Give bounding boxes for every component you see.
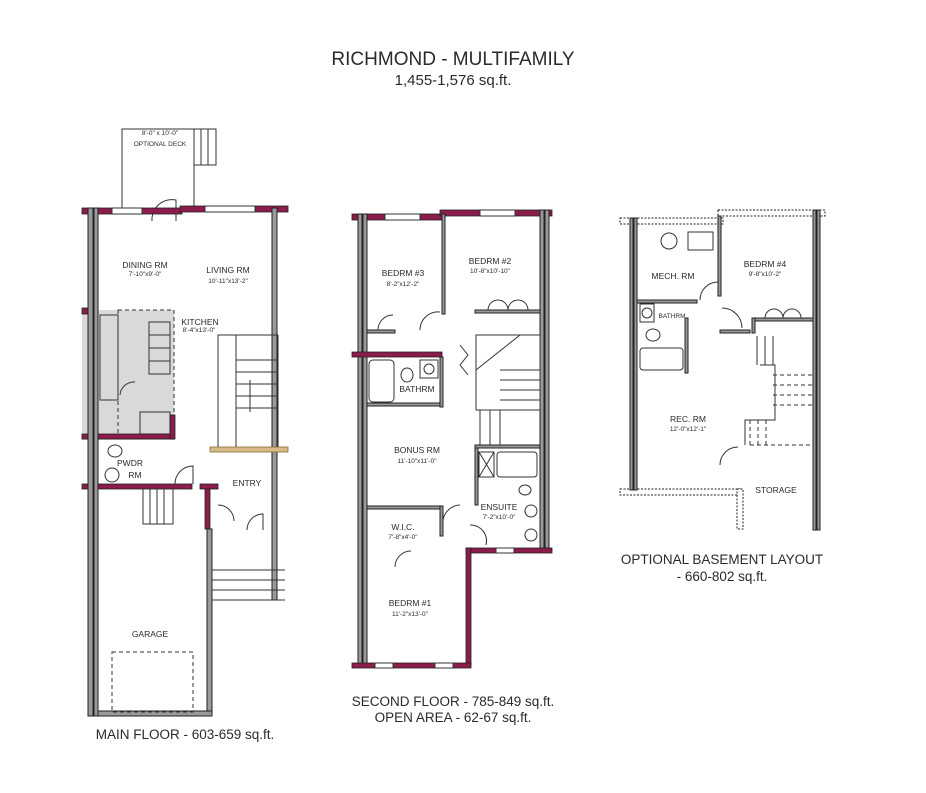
stair-landing [209,446,289,453]
sink-icon [524,528,538,542]
plan-title: RICHMOND - MULTIFAMILY [331,49,574,70]
room-bed1-dims: 11'-2"x13'-0" [392,611,429,618]
exterior-steps [212,569,285,601]
garage-door [111,651,194,713]
main-stair [209,334,289,453]
deck-stairs [193,128,217,166]
deck-label: OPTIONAL DECK [134,141,187,148]
room-ensuite-dims: 7'-2"x10'-0" [483,514,516,521]
deck-dims: 8'-0" x 10'-0" [142,130,179,137]
room-kitchen-label: KITCHEN [181,317,218,327]
sink-icon [104,467,120,483]
room-bonus-dims: 11'-10"x11'-0" [397,458,437,465]
bathtub-icon [368,359,395,403]
water-heater-icon [660,232,678,250]
room-bath-label: BATHRM [399,384,434,394]
second-floor-stair [475,334,541,445]
shower-icon [478,451,495,478]
bathtub-icon [639,347,684,371]
basement-caption-1: OPTIONAL BASEMENT LAYOUT [621,552,823,567]
room-rec-label: REC. RM [670,414,706,424]
room-entry-label: ENTRY [233,478,262,488]
sink-icon [419,359,439,379]
room-garage-label: GARAGE [132,629,169,639]
room-dining-label: DINING RM [122,260,167,270]
basement-caption-2: - 660-802 sq.ft. [677,569,768,584]
second-floor-caption-1: SECOND FLOOR - 785-849 sq.ft. [352,694,555,709]
room-kitchen-dims: 8'-4"x13'-0" [183,327,216,334]
room-ensuite-label: ENSUITE [481,502,518,512]
room-basement-bath-label: BATHRM [659,313,686,320]
room-living-label: LIVING RM [206,265,249,275]
room-wic-dims: 7'-8"x4'-0" [388,534,418,541]
room-bed3-label: BEDRM #3 [382,268,425,278]
room-dining-dims: 7'-10"x9'-0" [129,271,162,278]
toilet-icon [518,484,532,496]
room-bed1-label: BEDRM #1 [389,598,432,608]
room-rec-dims: 12'-0"x12'-1" [670,426,707,433]
basement-stair [744,336,813,446]
room-bed2-dims: 10'-8"x10'-10" [470,268,511,275]
front-steps [142,488,174,525]
second-floor-plan: BEDRM #3 8'-2"x12'-2" BEDRM #2 10'-8"x10… [351,209,555,725]
room-bonus-label: BONUS RM [394,445,440,455]
room-powder-label-2: RM [128,470,141,480]
room-wic-label: W.I.C. [391,522,414,532]
bathtub-icon [496,451,538,478]
room-bed4-label: BEDRM #4 [744,259,787,269]
furnace-icon [687,231,714,251]
room-bed3-dims: 8'-2"x12'-2" [387,281,420,288]
second-floor-caption-2: OPEN AREA - 62-67 sq.ft. [375,710,532,725]
deck-door-swing [151,199,177,222]
room-storage-label: STORAGE [755,485,797,495]
main-floor-caption: MAIN FLOOR - 603-659 sq.ft. [96,727,275,742]
toilet-icon [400,367,414,383]
kitchen-counter [99,314,119,401]
toilet-icon [645,328,661,342]
sink-icon [639,303,655,323]
main-floor-plan: 8'-0" x 10'-0" OPTIONAL DECK [81,128,289,742]
room-mech-label: MECH. RM [652,271,695,281]
room-living-dims: 10'-11"x13'-2" [208,278,248,285]
room-bed2-label: BEDRM #2 [469,256,512,266]
room-bed4-dims: 9'-8"x10'-2" [749,271,782,278]
toilet-icon [107,444,123,458]
plan-total-area: 1,455-1,576 sq.ft. [395,72,512,89]
sink-icon [524,504,538,518]
basement-plan: MECH. RM BATHRM BEDRM #4 9'-8"x10'-2" RE… [619,209,826,584]
room-powder-label-1: PWDR [117,458,143,468]
